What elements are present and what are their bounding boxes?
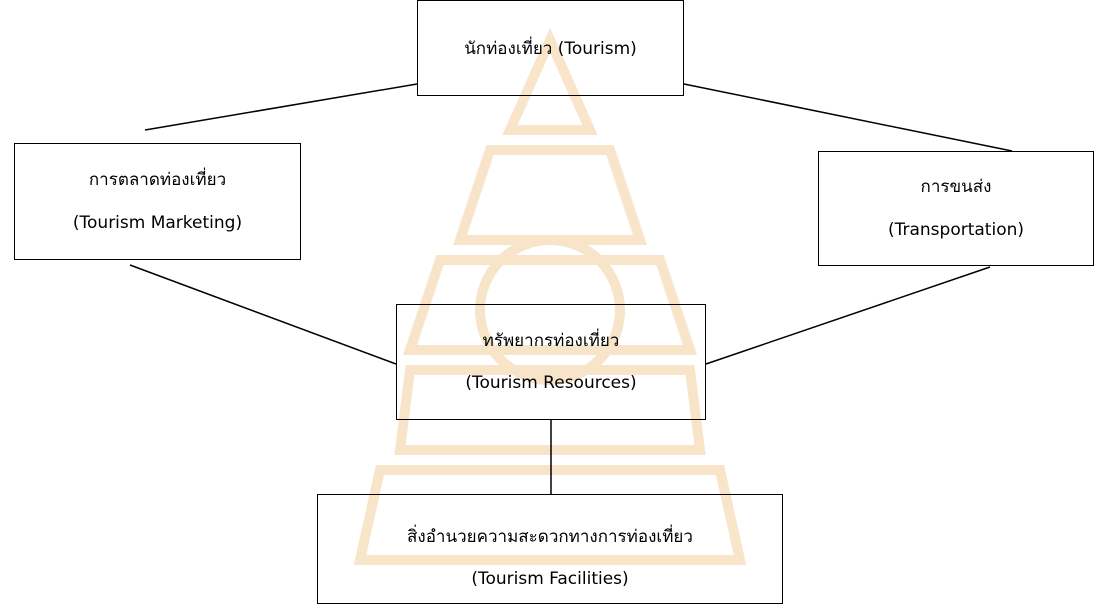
edge-transport-resources	[705, 266, 991, 365]
tourism-marketing-english-label: (Tourism Marketing)	[72, 212, 243, 233]
tourist-node: นักท่องเที่ยว (Tourism)	[417, 0, 684, 96]
edge-tourist-transport	[683, 83, 1013, 152]
tourism-marketing-node: การตลาดท่องเที่ยว (Tourism Marketing)	[14, 143, 301, 260]
connector-lines	[129, 83, 1013, 494]
tourism-resources-thai-label: ทรัพยากรท่องเที่ยว	[482, 330, 620, 351]
tourism-facilities-node: สิ่งอำนวยความสะดวกทางการท่องเที่ยว (Tour…	[317, 494, 783, 604]
edge-tourist-marketing	[144, 83, 418, 131]
tourism-marketing-thai-label: การตลาดท่องเที่ยว	[88, 170, 227, 191]
tourism-resources-node: ทรัพยากรท่องเที่ยว (Tourism Resources)	[396, 304, 706, 420]
tourist-label: นักท่องเที่ยว (Tourism)	[464, 39, 637, 59]
tourism-facilities-thai-label: สิ่งอำนวยความสะดวกทางการท่องเที่ยว	[407, 527, 693, 547]
tourism-facilities-english-label: (Tourism Facilities)	[471, 569, 629, 590]
transportation-english-label: (Transportation)	[887, 219, 1025, 240]
transportation-thai-label: การขนส่ง	[920, 177, 992, 198]
edge-marketing-resources	[129, 264, 397, 365]
tourism-resources-english-label: (Tourism Resources)	[465, 373, 637, 393]
transportation-node: การขนส่ง (Transportation)	[818, 151, 1094, 266]
